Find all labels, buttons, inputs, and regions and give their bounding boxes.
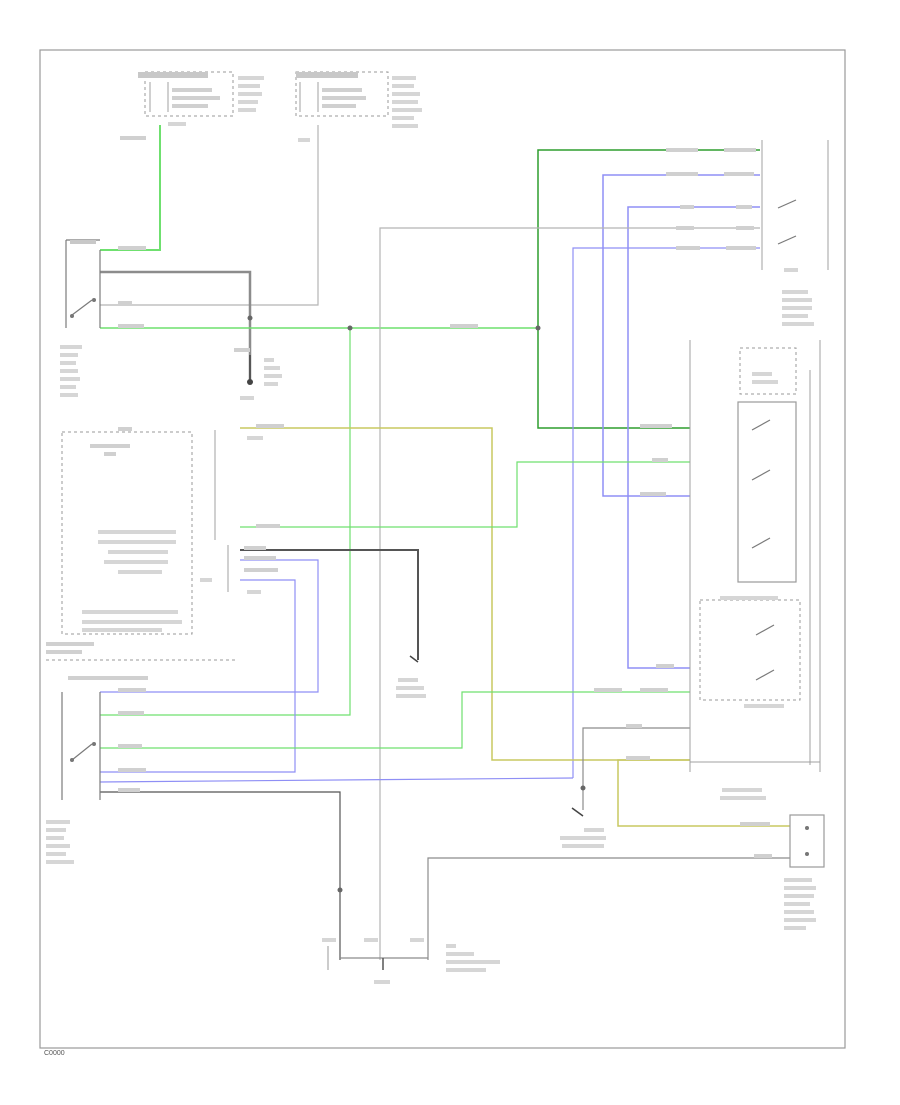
wire-blue-ecu-b [100, 579, 296, 773]
wire-green-ecu [240, 461, 690, 528]
wire-darkgray-lower-ground [100, 791, 341, 960]
fuse-box-left [138, 71, 264, 126]
wire-yellow-bottom-connector [617, 759, 790, 827]
relay-lower-left [46, 676, 148, 864]
wire-gray-ground-long [379, 227, 760, 960]
wire-blue-lower-long [99, 777, 574, 783]
wire-green-vertical [100, 328, 351, 716]
wire-blue-c [572, 247, 760, 778]
junction-dots [247, 315, 586, 893]
wire-gray-bottom-connector [427, 857, 790, 960]
wire-blue-ecu-a [100, 559, 319, 693]
wire-green-fuse-feed [100, 125, 161, 251]
relay-upper-left [60, 239, 146, 397]
connector-bottom-right [740, 814, 825, 930]
wire-green-lower-relay [100, 691, 690, 749]
ground-symbol-upper [234, 348, 282, 400]
ecu-module-box [46, 424, 284, 661]
control-module-right [594, 340, 821, 800]
wire-darkgray-relay-ground [100, 270, 252, 380]
diagram-border [39, 49, 846, 1049]
footer-code: C0000 [44, 1050, 65, 1057]
wire-darkgreen-lower [537, 330, 690, 429]
wire-darkgreen-upper [537, 149, 760, 330]
wire-blue-a [602, 174, 760, 497]
wire-gray-fuse-feed [100, 125, 319, 306]
wire-yellow-ecu [240, 427, 690, 761]
wire-gray-right-bottom [582, 727, 690, 810]
switch-module-upper-right [450, 140, 829, 328]
fuse-box-right [295, 71, 422, 142]
ground-bottom-labels [322, 938, 500, 984]
ground-symbol-lower [560, 807, 606, 848]
ground-symbol-mid [396, 655, 426, 698]
wire-darkgray-ecu [240, 549, 419, 660]
